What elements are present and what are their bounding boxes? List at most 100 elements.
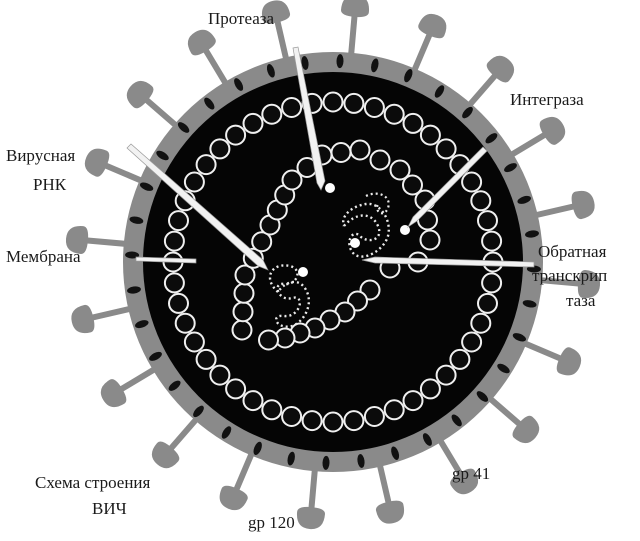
spike-stalk [408, 26, 436, 80]
capsomere [251, 231, 273, 253]
glycoprotein-spike [502, 116, 566, 162]
membrane-protein [434, 85, 445, 98]
capsomere [402, 390, 424, 412]
capsomere [461, 331, 483, 353]
reverse-transcriptase-pointer [361, 256, 535, 268]
membrane-protein [177, 122, 190, 133]
spike-stalk [515, 337, 569, 365]
glycoprotein-spike [151, 410, 205, 469]
spike-stalk [112, 362, 164, 396]
capsomere [261, 103, 283, 125]
capsomere [343, 410, 365, 432]
glycoprotein-spike [100, 362, 164, 408]
spike-head [126, 80, 154, 109]
labels: Протеаза Интеграза Вирусная РНК Мембрана… [6, 9, 607, 532]
capsomere [258, 329, 279, 351]
membrane-protein [139, 182, 154, 191]
viral-rna-strand-extra [365, 192, 390, 215]
membrane-protein [512, 333, 527, 342]
glycoprotein-spike [126, 80, 185, 134]
capsomere [174, 312, 196, 334]
glycoprotein-spike [296, 460, 325, 530]
spike-head [296, 506, 325, 530]
capsomere [232, 301, 254, 323]
membrane-protein [301, 56, 309, 70]
spike-head [539, 116, 566, 145]
membrane-protein [357, 454, 365, 468]
glycoprotein-spikes [65, 0, 601, 530]
membrane-protein [193, 405, 204, 418]
capsomere [231, 319, 253, 341]
capsomere [195, 348, 217, 370]
capsomere [195, 154, 217, 176]
capsomere [363, 406, 385, 427]
glycoprotein-spike [375, 456, 405, 524]
capsomere [419, 229, 441, 251]
glycoprotein-spike [515, 337, 582, 376]
membrane-protein [336, 54, 344, 69]
label-reverse-transcriptase-line2: транскрип [532, 266, 607, 285]
glycoprotein-spike [341, 0, 370, 64]
capsomere [322, 91, 344, 113]
capsomere [209, 364, 231, 386]
label-integrase: Интеграза [510, 90, 584, 109]
capsomere [470, 312, 492, 334]
spike-stalk [481, 390, 528, 432]
membrane-protein [149, 351, 162, 361]
viral-rna-strands [268, 192, 390, 328]
capsomere [281, 406, 303, 427]
capsomere [163, 272, 185, 294]
membrane-protein [476, 391, 489, 402]
spike-head [556, 347, 582, 376]
label-membrane: Мембрана [6, 247, 81, 266]
spike-stalk [461, 67, 503, 114]
glycoprotein-spike [527, 190, 595, 220]
capsomere [363, 97, 385, 118]
spike-head [65, 225, 89, 254]
caption-line1: Схема строения [35, 473, 151, 492]
label-gp120: gp 120 [248, 513, 295, 532]
protease-pointer [292, 46, 326, 191]
membrane-protein [135, 320, 149, 329]
spike-stalk [138, 92, 185, 134]
spike-stalk [502, 128, 554, 162]
capsomere [233, 282, 255, 304]
membrane-protein [517, 195, 531, 204]
capsomere [419, 124, 441, 146]
membrane-protein [253, 441, 262, 456]
membrane-protein [125, 251, 140, 259]
capsomere [481, 272, 503, 294]
label-reverse-transcriptase-line3: таза [566, 291, 596, 310]
spike-stalk [97, 159, 151, 187]
capsomere [209, 138, 231, 160]
glycoprotein-spike [408, 13, 447, 80]
glycoprotein-spike [461, 55, 515, 114]
membrane-protein [266, 64, 275, 78]
capsomere [330, 142, 352, 163]
membrane-protein [522, 300, 537, 308]
capsomere [234, 264, 256, 286]
capsomere [477, 210, 498, 232]
spike-head [418, 13, 447, 39]
caption-line2: ВИЧ [92, 499, 127, 518]
spike-stalk [307, 460, 319, 517]
viral-rna-strand-right [342, 202, 390, 258]
glycoprotein-spike [219, 444, 258, 511]
spike-stalk [199, 41, 233, 93]
membrane-protein [525, 230, 539, 238]
spike-head [341, 0, 370, 18]
membrane-protein [391, 446, 400, 460]
capsomere [389, 159, 411, 181]
protease-marker [325, 183, 335, 193]
integrase-pointer [407, 146, 488, 229]
capsomere [383, 399, 405, 421]
spike-stalk [375, 456, 394, 512]
membrane-proteins [125, 54, 541, 470]
spike-head [577, 270, 601, 299]
glycoprotein-spike [71, 304, 139, 334]
membrane-protein [504, 163, 517, 173]
label-viral-rna-line2: РНК [33, 175, 67, 194]
label-gp41: gp 41 [452, 464, 490, 483]
